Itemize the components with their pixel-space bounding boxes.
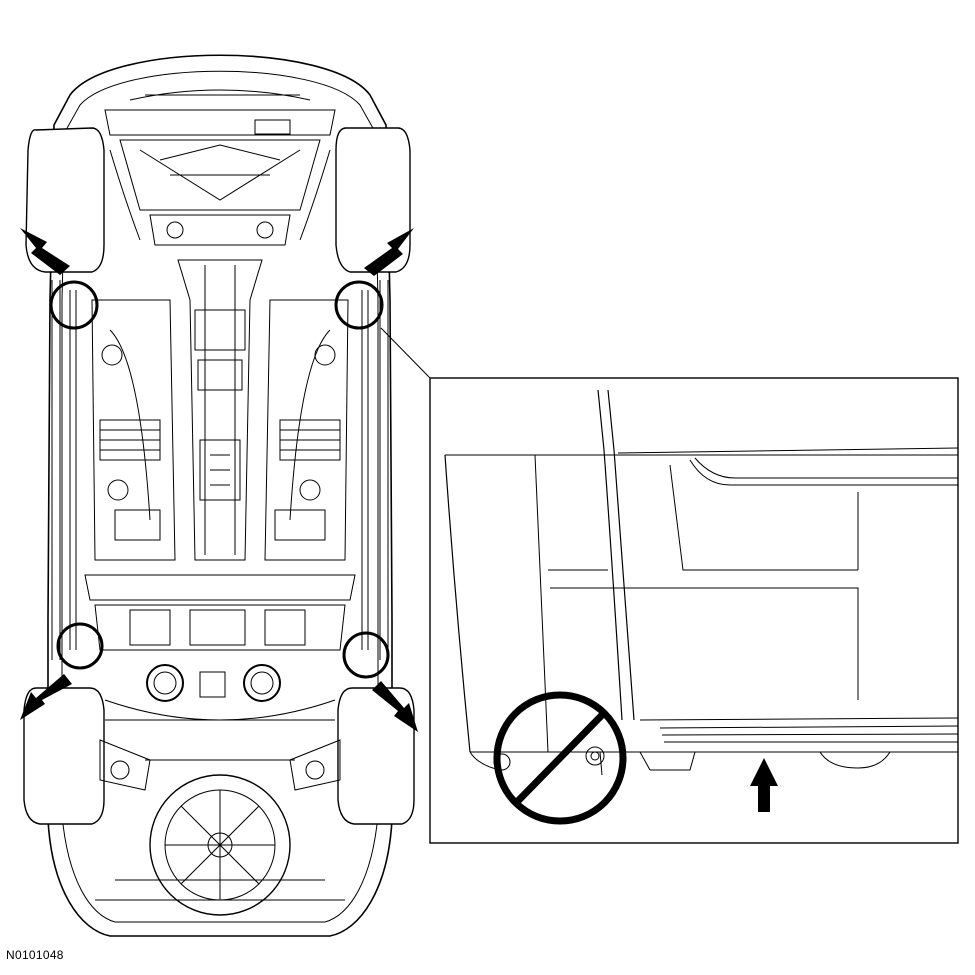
body-outline xyxy=(47,54,393,937)
right-rocker-panel xyxy=(361,280,389,660)
rear-left-wheel xyxy=(23,687,105,825)
lift-point-front-right xyxy=(334,280,384,330)
arrow-icon-front-right xyxy=(364,228,414,276)
rear-suspension xyxy=(99,739,341,791)
left-muffler xyxy=(146,664,184,702)
center-tunnel xyxy=(177,259,263,561)
left-rocker-panel xyxy=(51,280,77,660)
floor-pans xyxy=(91,299,349,561)
rear-crossmember xyxy=(84,574,356,721)
callout-arrows xyxy=(20,228,418,732)
lift-point-rear-left xyxy=(56,622,104,670)
figure-id-label: N0101048 xyxy=(6,948,64,962)
arrow-icon-rear-left xyxy=(20,674,72,720)
body-inner-outline xyxy=(61,70,379,923)
up-arrow-icon xyxy=(750,758,778,812)
detail-leader-line xyxy=(380,327,431,379)
detail-view xyxy=(429,377,959,844)
lift-point-rear-right xyxy=(342,631,390,679)
prohibition-icon xyxy=(493,691,627,825)
lift-point-markers xyxy=(49,280,390,679)
jack-point-bolt xyxy=(585,746,605,766)
front-left-wheel xyxy=(25,127,105,273)
rear-right-wheel xyxy=(337,687,415,825)
vehicle-underbody xyxy=(23,54,415,937)
front-subframe xyxy=(104,89,336,246)
front-right-wheel xyxy=(335,127,411,273)
arrow-icon-front-left xyxy=(20,228,70,275)
arrow-icon-rear-right xyxy=(372,681,418,732)
spare-tire-well xyxy=(95,774,345,916)
right-muffler xyxy=(243,664,281,702)
detail-view-frame xyxy=(429,377,959,844)
lift-point-front-left xyxy=(49,280,99,330)
